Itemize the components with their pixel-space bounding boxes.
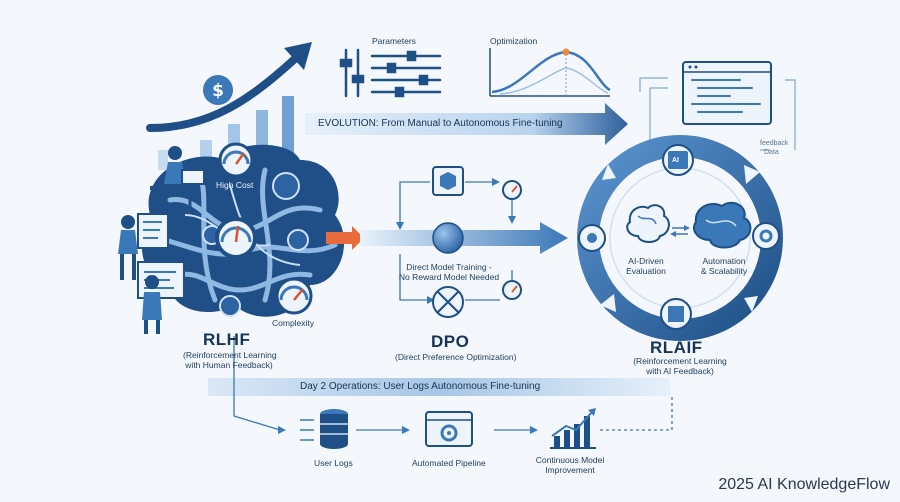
dpo-subtitle: (Direct Preference Optimization) — [395, 352, 517, 362]
optimization-label: Optimization — [490, 36, 538, 46]
rlhf-output-arrow — [326, 226, 364, 250]
automation-label: Automation & Scalability — [690, 256, 758, 276]
ai-eval-brain-icon — [626, 204, 670, 243]
automation-brain-icon — [692, 201, 752, 249]
high-cost-label: High Cost — [216, 180, 254, 190]
rlaif-subtitle-line1: (Reinforcement Learning — [633, 356, 727, 366]
rlaif-title: RLAIF — [650, 338, 703, 357]
evolution-banner — [305, 103, 628, 145]
dpo-flow-lines — [396, 178, 516, 304]
automation-label-line1: Automation — [702, 256, 746, 266]
svg-text:$: $ — [212, 81, 224, 101]
dpo-description-line2: No Reward Model Needed — [398, 272, 500, 282]
model-improvement-chart-icon — [550, 408, 596, 449]
parameters-label: Parameters — [372, 36, 416, 46]
rlaif-left-node-icon — [578, 224, 606, 252]
automated-pipeline-label: Automated Pipeline — [412, 458, 486, 468]
data-label: Data — [764, 149, 779, 156]
day2-banner — [208, 378, 670, 396]
day2-flow-lines — [233, 336, 673, 434]
rlhf-subtitle-line1: (Reinforcement Learning — [183, 350, 277, 360]
dollar-icon: $ — [203, 75, 233, 105]
rlhf-title: RLHF — [203, 330, 251, 349]
model-improvement-label: Continuous Model Improvement — [534, 455, 606, 475]
no-reward-model-icon — [432, 286, 464, 318]
ai-eval-label-line2: Evaluation — [626, 266, 666, 276]
ai-eval-label-line1: AI-Driven — [628, 256, 664, 266]
rlaif-bottom-doc-icon — [660, 298, 692, 330]
dpo-description-line1: Direct Model Training - — [406, 262, 492, 272]
evolution-banner-label: EVOLUTION: From Manual to Autonomous Fin… — [318, 118, 563, 129]
user-logs-label: User Logs — [314, 458, 353, 468]
dpo-title: DPO — [431, 332, 470, 351]
dpo-bottom-gauge-icon — [502, 280, 522, 300]
rlhf-subtitle: (Reinforcement Learning with Human Feedb… — [183, 350, 277, 370]
automated-pipeline-icon — [425, 411, 473, 447]
complexity-gauge-icon — [275, 277, 313, 315]
user-logs-database-icon — [300, 409, 348, 449]
model-improvement-label-line2: Improvement — [545, 465, 595, 475]
ai-badge-label: AI — [672, 157, 679, 164]
rlhf-subtitle-line2: with Human Feedback) — [185, 360, 273, 370]
parameters-sliders-icon — [339, 48, 442, 98]
rlaif-subtitle-line2: with AI Feedback) — [646, 366, 714, 376]
monitor-icon — [639, 61, 796, 151]
gear-icon — [752, 222, 780, 250]
high-cost-gauge-icon — [218, 142, 254, 178]
rlaif-subtitle: (Reinforcement Learning with AI Feedback… — [632, 356, 728, 376]
dpo-small-gauge-icon — [502, 180, 522, 200]
model-improvement-label-line1: Continuous Model — [535, 455, 605, 465]
brand-watermark: 2025 AI KnowledgeFlow — [718, 476, 890, 493]
automation-label-line2: & Scalability — [700, 266, 748, 276]
optimization-curve-icon — [489, 48, 611, 97]
human-reviewer-board-icon — [118, 213, 169, 280]
ai-chip-icon — [662, 144, 694, 176]
center-gauge-icon — [215, 217, 257, 259]
exchange-arrows-icon — [670, 225, 690, 237]
human-reviewer-screen-icon — [137, 261, 185, 334]
human-reviewer-sitting-icon — [150, 146, 205, 212]
ai-eval-label: AI-Driven Evaluation — [618, 256, 674, 276]
dpo-box-icon — [432, 166, 464, 196]
complexity-label: Complexity — [272, 318, 315, 328]
feedback-label: feedback — [760, 140, 789, 147]
dpo-description: Direct Model Training - No Reward Model … — [385, 262, 513, 282]
dpo-main-arrow — [360, 222, 568, 254]
day2-banner-label: Day 2 Operations: User Logs Autonomous F… — [300, 381, 541, 392]
